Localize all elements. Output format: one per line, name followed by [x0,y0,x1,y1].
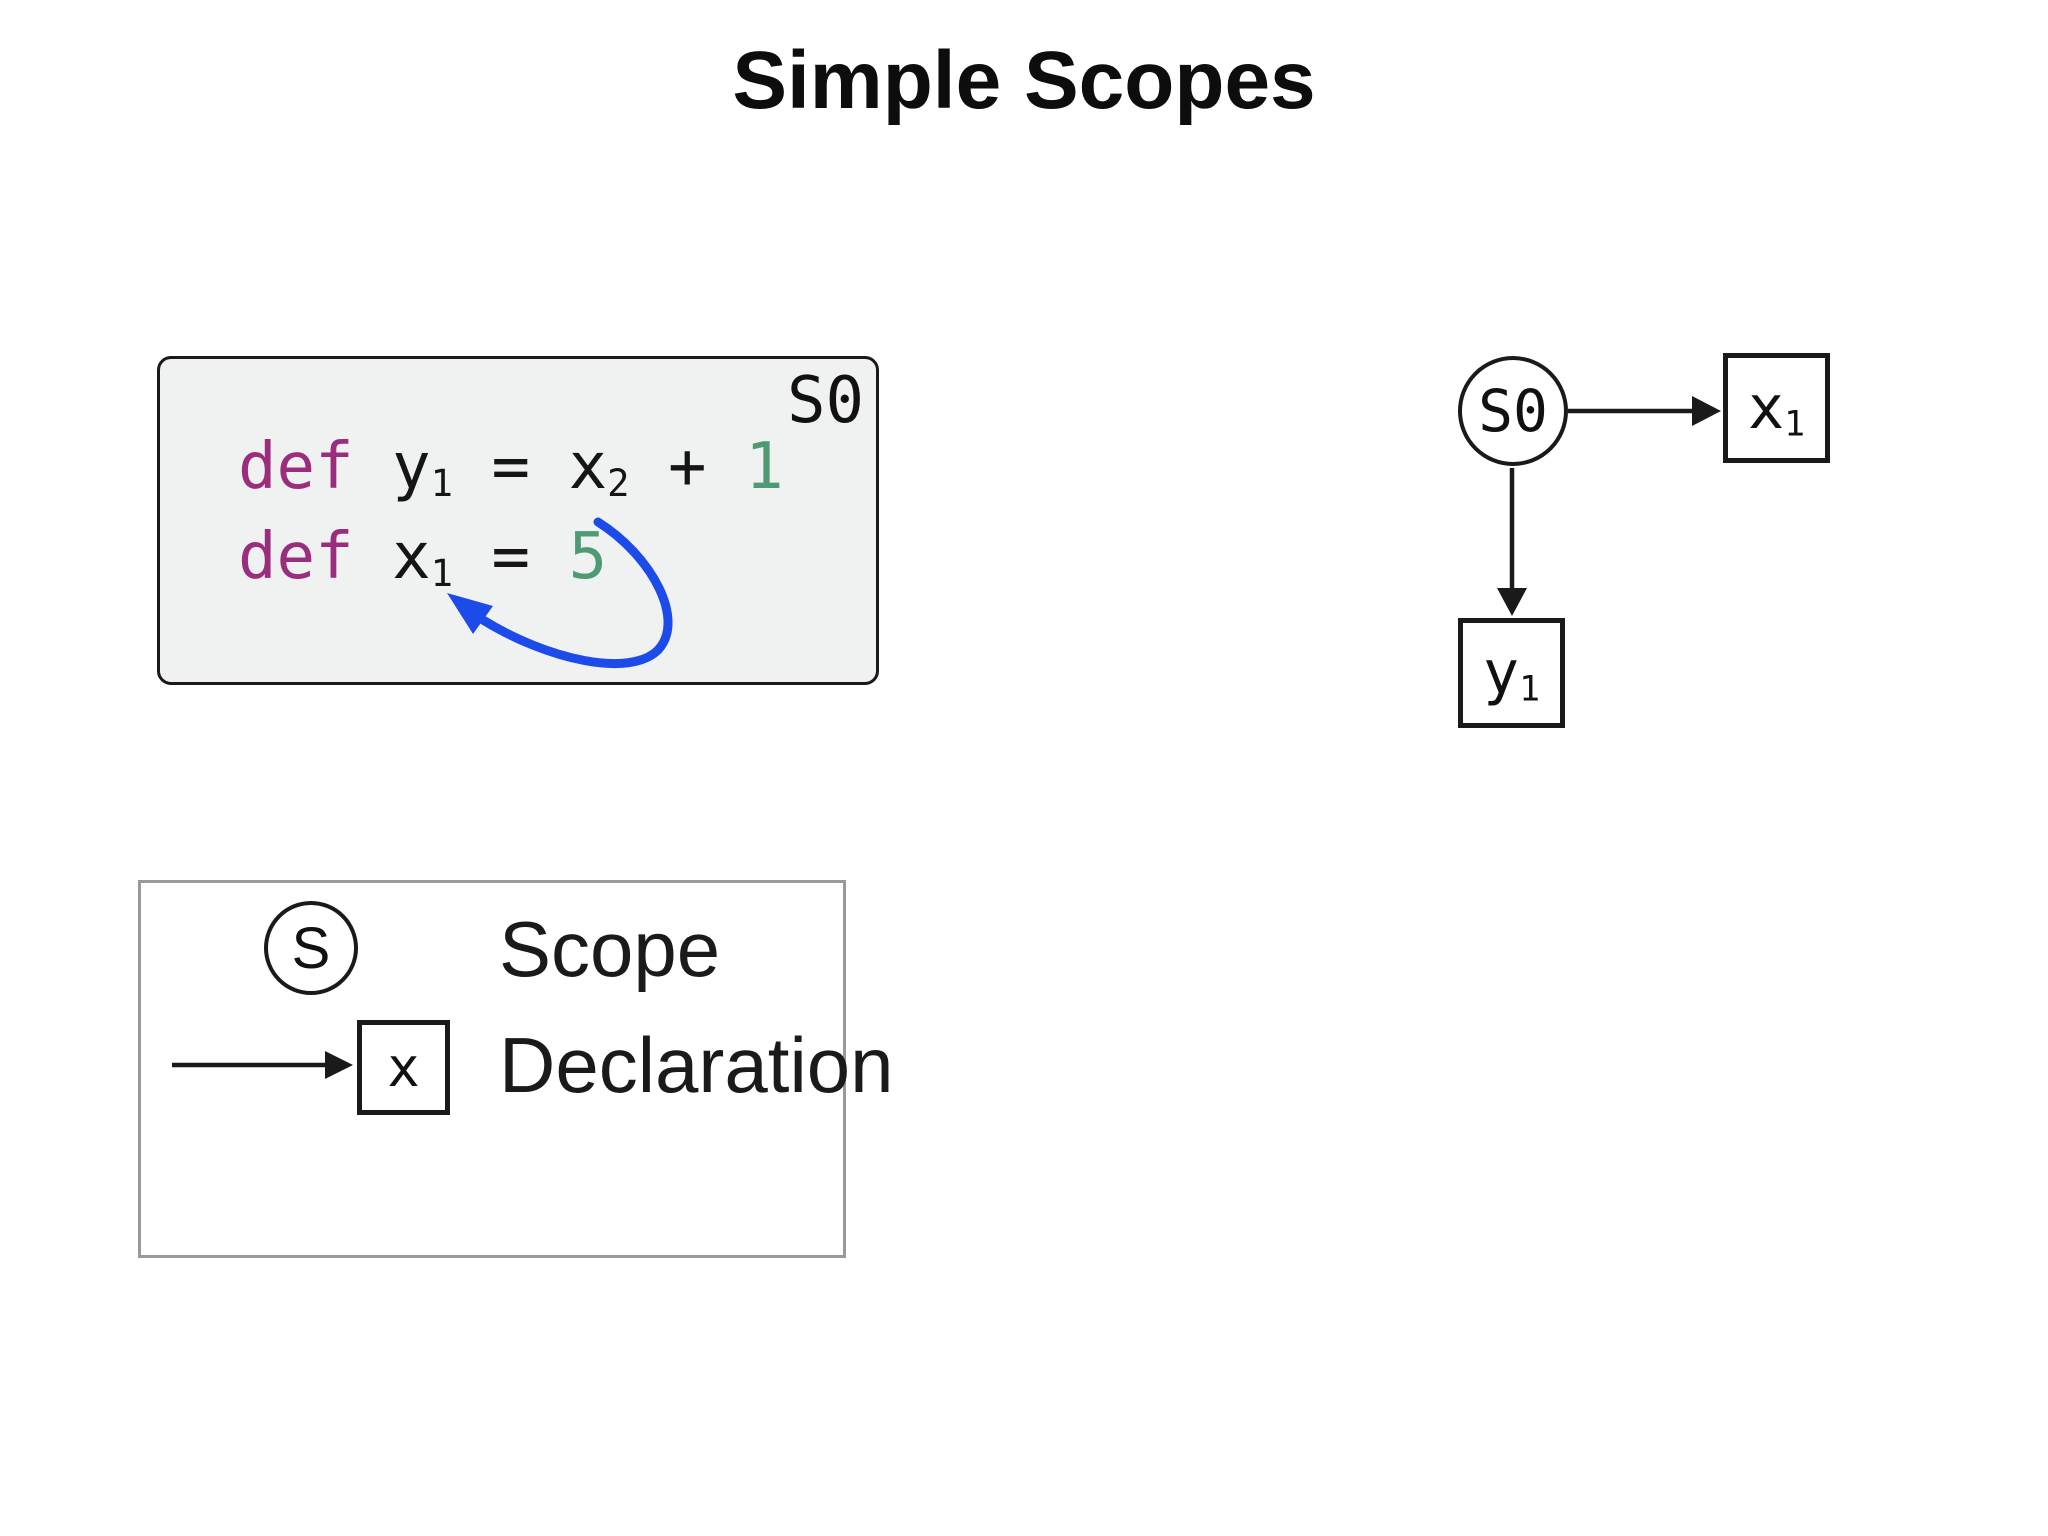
literal-value: 5 [568,520,608,594]
lhs-var-subscript: 1 [430,462,453,506]
arrow-scope-to-y1 [1497,468,1527,616]
code-scope-box: S0 def y1 = x2 + 1 def x1 = 5 [157,356,879,685]
equals-sign: = [491,430,531,504]
rhs-var-subscript: 2 [607,462,630,506]
lhs-var: y [392,430,431,504]
declaration-label: y1 [1482,638,1541,710]
equals-sign: = [491,520,531,594]
legend-declaration-icon: x [357,1020,450,1115]
graph-scope-node-label: S0 [1478,377,1548,445]
legend-declaration-symbol: x [387,1036,420,1099]
graph-declaration-x1: x1 [1723,353,1830,463]
legend-box: S Scope x Declaration [138,880,894,1258]
plus-operator: + [668,430,707,504]
code-line-1: def y1 = x2 + 1 [238,435,784,502]
graph-scope-node: S0 [1458,356,1568,466]
arrow-scope-to-x1 [1568,396,1721,426]
legend-declaration-label: Declaration [499,1021,894,1109]
legend-scope-symbol: S [291,915,331,981]
code-scope-label: S0 [786,364,864,438]
graph-declaration-y1: y1 [1458,618,1565,728]
rhs-var: x [568,430,608,504]
keyword-def: def [238,430,354,504]
lhs-var: x [392,520,431,594]
keyword-def: def [238,520,354,594]
legend-scope-icon: S [264,901,358,995]
declaration-label: x1 [1747,373,1806,445]
literal-value: 1 [745,430,784,504]
legend-scope-label: Scope [499,905,721,993]
page-title: Simple Scopes [732,35,1316,126]
lhs-var-subscript: 1 [430,552,453,596]
code-line-2: def x1 = 5 [238,525,607,592]
